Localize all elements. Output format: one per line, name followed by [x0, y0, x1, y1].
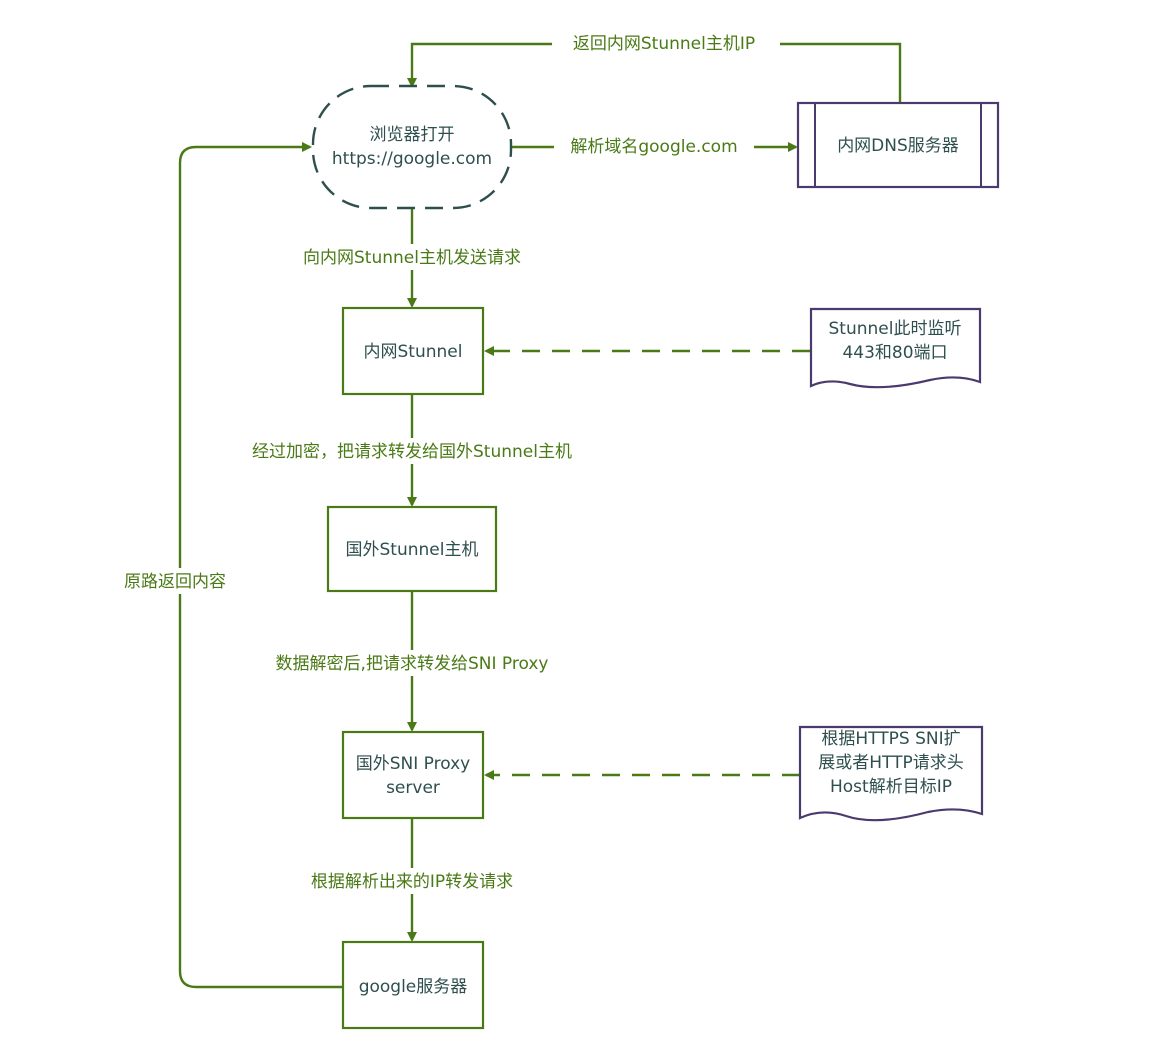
- node-google-server: google服务器: [341, 940, 485, 1030]
- node-dns-label: 内网DNS服务器: [837, 136, 959, 156]
- edge-label-dns-return: 返回内网Stunnel主机IP: [573, 34, 755, 54]
- node-google-label: google服务器: [359, 977, 468, 997]
- edge-label-encrypt-forward: 经过加密，把请求转发给国外Stunnel主机: [252, 442, 572, 462]
- node-remote-stunnel: 国外Stunnel主机: [326, 505, 498, 593]
- node-sni-proxy-line-2: server: [386, 778, 440, 798]
- node-dns-server: 内网DNS服务器: [796, 101, 1000, 189]
- edge-label-send-request: 向内网Stunnel主机发送请求: [303, 248, 521, 268]
- node-remote-stunnel-label: 国外Stunnel主机: [346, 540, 479, 560]
- node-local-stunnel: 内网Stunnel: [341, 306, 485, 396]
- edge-label-ip-forward: 根据解析出来的IP转发请求: [311, 872, 513, 892]
- node-note-listen: Stunnel此时监听 443和80端口: [809, 307, 982, 389]
- node-browser-line-2: https://google.com: [332, 149, 492, 169]
- node-note-sni: 根据HTTPS SNI扩 展或者HTTP请求头 Host解析目标IP: [798, 725, 984, 822]
- node-local-stunnel-label: 内网Stunnel: [364, 342, 463, 362]
- node-note-listen-line-1: Stunnel此时监听: [829, 319, 962, 339]
- node-note-sni-line-1: 根据HTTPS SNI扩: [821, 729, 960, 749]
- node-note-sni-line-3: Host解析目标IP: [830, 777, 952, 797]
- node-sni-proxy: 国外SNI Proxy server: [341, 730, 485, 820]
- edge-return-path: [178, 142, 343, 989]
- edge-label-decrypt-forward: 数据解密后,把请求转发给SNI Proxy: [276, 654, 549, 674]
- edge-label-return-path: 原路返回内容: [124, 572, 226, 592]
- node-browser: 浏览器打开 https://google.com: [311, 84, 513, 210]
- edge-label-resolve: 解析域名google.com: [570, 137, 737, 157]
- node-browser-line-1: 浏览器打开: [370, 125, 455, 145]
- node-note-sni-line-2: 展或者HTTP请求头: [818, 753, 964, 773]
- node-sni-proxy-line-1: 国外SNI Proxy: [356, 754, 471, 774]
- node-note-listen-line-2: 443和80端口: [842, 343, 947, 363]
